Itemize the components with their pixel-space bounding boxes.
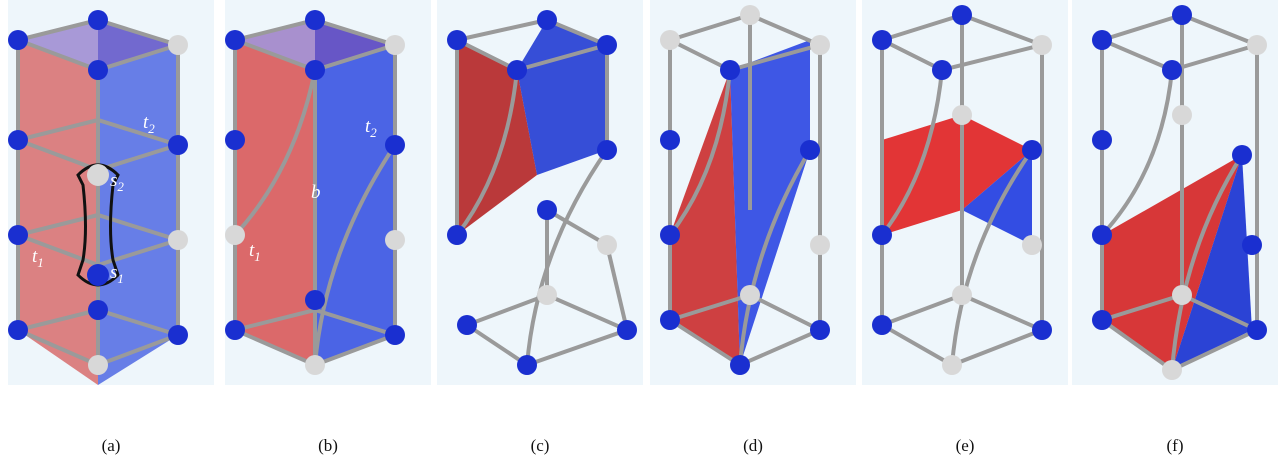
panel-a: t2 s2 t1 s1 (a) — [8, 0, 214, 460]
label-t2: t2 — [365, 116, 377, 140]
caption-c: (c) — [530, 436, 550, 455]
label-t2: t2 — [143, 112, 155, 136]
nodes — [660, 5, 830, 375]
node-blue — [88, 60, 108, 80]
panel-c: (c) — [437, 0, 643, 460]
red-face — [882, 115, 1032, 235]
blue-face — [315, 20, 395, 365]
node-white — [168, 230, 188, 250]
node-blue — [8, 30, 28, 50]
lattice-diagram-d — [650, 0, 856, 385]
label-t1: t1 — [32, 246, 44, 270]
node-blue — [168, 135, 188, 155]
node-blue — [8, 130, 28, 150]
node-white — [88, 355, 108, 375]
caption-b: (b) — [318, 436, 338, 455]
caption-d: (d) — [743, 436, 763, 455]
lattice-diagram-e — [862, 0, 1068, 385]
panel-e: (e) — [862, 0, 1068, 460]
red-face — [1102, 155, 1242, 370]
label-t1: t1 — [249, 240, 261, 264]
red-face — [235, 40, 315, 365]
caption-f: (f) — [1166, 436, 1184, 455]
nodes — [225, 10, 405, 375]
caption-a: (a) — [101, 436, 121, 455]
panel-f: (f) — [1072, 0, 1278, 460]
label-s2: s2 — [110, 170, 124, 194]
panel-b: t2 b t1 (b) — [225, 0, 431, 460]
node-s2 — [87, 164, 109, 186]
caption-e: (e) — [955, 436, 975, 455]
node-blue — [168, 325, 188, 345]
s1-s2-link — [76, 163, 120, 287]
node-s1 — [87, 264, 109, 286]
nodes — [1092, 5, 1267, 380]
panel-d: (d) — [650, 0, 856, 460]
blue-face — [517, 20, 607, 175]
lattice-diagram-c — [437, 0, 643, 385]
nodes — [8, 10, 188, 375]
label-s1: s1 — [110, 262, 124, 286]
node-blue — [88, 10, 108, 30]
node-blue — [8, 225, 28, 245]
lattice-edges — [668, 12, 827, 368]
red-face — [457, 40, 537, 235]
node-white — [168, 35, 188, 55]
label-b: b — [311, 182, 321, 203]
blue-face — [98, 20, 178, 385]
lattice-diagram-b: t2 b t1 — [225, 0, 431, 385]
lattice-diagram-a: t2 s2 t1 s1 — [8, 0, 214, 385]
node-blue — [88, 300, 108, 320]
nodes — [447, 10, 637, 375]
nodes — [872, 5, 1052, 375]
node-blue — [8, 320, 28, 340]
red-face — [670, 70, 740, 365]
lattice-diagram-f — [1072, 0, 1278, 385]
